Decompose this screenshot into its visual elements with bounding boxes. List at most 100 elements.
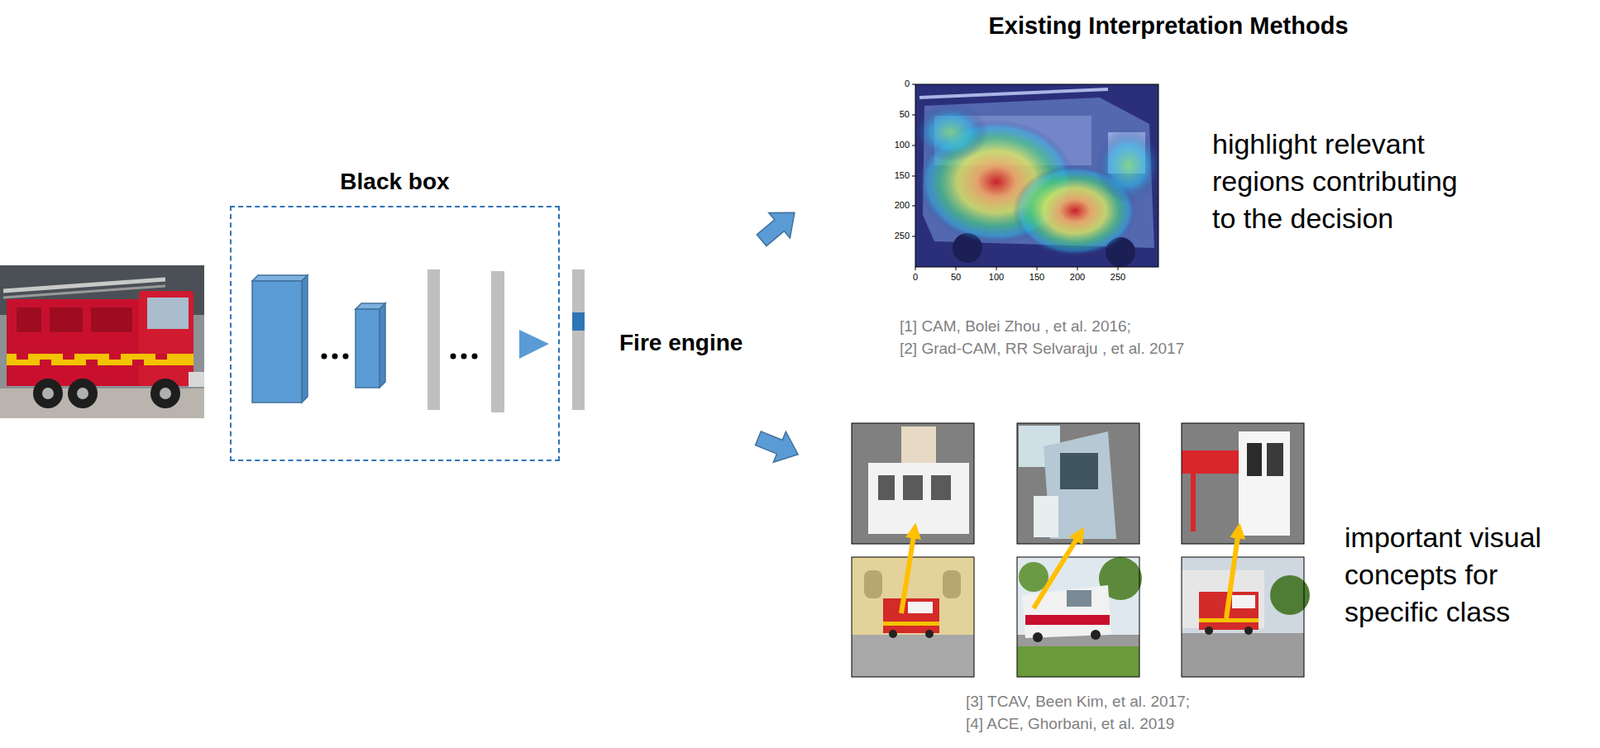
example-image — [1017, 557, 1140, 678]
network-layers — [332, 353, 339, 360]
reference: [3] TCAV, Been Kim, et al. 2017; — [965, 692, 1190, 712]
fire-engine-photo — [0, 265, 205, 419]
heatmap-axes — [912, 84, 916, 86]
heatmap-axes — [915, 267, 917, 271]
network-layers — [321, 353, 328, 360]
network-layers — [379, 303, 386, 388]
example-image — [1181, 633, 1304, 678]
concept-arrow — [901, 530, 1239, 619]
heatmap-axes — [996, 267, 998, 271]
axis-tick: 0 — [912, 272, 918, 283]
fire-engine-photo — [109, 353, 121, 360]
fire-engine-photo — [0, 265, 205, 419]
network-layers — [450, 353, 457, 360]
axis-tick: 50 — [950, 272, 961, 283]
axis-tick: 250 — [1110, 272, 1126, 283]
fire-engine-photo — [188, 372, 205, 387]
fire-engine-photo — [90, 307, 133, 333]
heatmap-axes — [912, 114, 916, 116]
example-image — [864, 570, 883, 599]
concept-tile — [851, 423, 975, 545]
heatmap-axes — [1036, 267, 1038, 271]
concept-tile — [851, 423, 975, 545]
example-image — [1066, 590, 1092, 607]
fire-engine-photo — [6, 353, 194, 366]
concept-tile — [1017, 423, 1140, 545]
concept-tile — [878, 475, 895, 501]
concept-tile — [1017, 423, 1140, 545]
concept-tile — [1238, 431, 1290, 536]
block-arrow — [751, 423, 804, 471]
network-layers — [572, 312, 585, 331]
fire-engine-photo — [16, 353, 29, 360]
fire-engine-photo — [33, 378, 63, 409]
concept-arrow — [1226, 530, 1239, 619]
example-image — [888, 630, 898, 639]
heatmap-axes — [912, 236, 916, 238]
axis-tick: 250 — [894, 230, 910, 242]
heatmap-axes — [915, 84, 1159, 268]
network-layers — [572, 269, 585, 411]
fire-engine-photo — [132, 359, 144, 366]
reference: [4] ACE, Ghorbani, et al. 2019 — [965, 715, 1175, 735]
network-layers — [519, 329, 550, 359]
network-layers — [491, 271, 505, 413]
box-heading: Black box — [231, 167, 559, 196]
black-box-region: Black box — [229, 205, 560, 462]
fire-engine-photo — [147, 297, 189, 330]
concept-tile — [1060, 453, 1099, 490]
network-layers — [472, 353, 478, 360]
concept-tile — [1266, 443, 1284, 477]
network-layers — [343, 353, 349, 360]
example-image — [1025, 615, 1110, 626]
heatmap-image — [919, 89, 1109, 98]
concept-arrow — [901, 530, 915, 614]
block-arrow — [750, 200, 806, 254]
example-image — [1198, 618, 1259, 623]
example-image — [907, 601, 933, 614]
concept-tile — [931, 475, 951, 501]
example-image — [1204, 626, 1214, 636]
example-image — [883, 621, 940, 626]
reference: [1] CAM, Bolei Zhou , et al. 2016; — [899, 317, 1132, 337]
fire-engine-photo — [67, 378, 98, 409]
heatmap-axes — [912, 145, 916, 147]
fire-engine-photo — [62, 353, 75, 360]
example-image — [1017, 557, 1142, 678]
heatmap-image — [915, 103, 989, 162]
output-class: Fire engine — [619, 329, 743, 358]
heatmap-axes — [912, 84, 1159, 271]
concept-tile — [1190, 473, 1196, 532]
reference: [2] Grad-CAM, RR Selvaraju , et al. 2017 — [899, 339, 1185, 359]
fire-engine-photo — [155, 353, 168, 360]
example-image — [1032, 632, 1043, 643]
fire-engine-photo — [42, 387, 54, 400]
network-layers — [427, 269, 440, 411]
example-image — [1181, 557, 1310, 678]
example-image — [1244, 626, 1253, 636]
example-image — [1022, 585, 1112, 639]
example-image — [942, 570, 961, 599]
axis-tick: 50 — [899, 109, 910, 120]
heatmap-image — [915, 84, 1159, 268]
example-image — [883, 598, 940, 634]
network-layers — [252, 275, 308, 282]
fire-engine-photo — [76, 387, 89, 400]
network-layers — [301, 275, 308, 403]
fire-engine-photo — [6, 299, 149, 387]
axis-tick: 150 — [894, 170, 910, 182]
concept-tile — [1181, 423, 1304, 545]
example-image — [1181, 557, 1304, 678]
fire-engine-photo — [39, 359, 52, 366]
concept-tile — [868, 463, 970, 535]
concept-tile — [1181, 423, 1304, 545]
axis-tick: 100 — [894, 139, 910, 151]
concept-tile — [901, 426, 937, 465]
heatmap-axes — [1117, 267, 1119, 271]
concept-arrow — [1033, 534, 1080, 609]
example-image — [1017, 644, 1140, 678]
heatmap-axes — [912, 205, 916, 207]
fire-engine-photo — [159, 387, 172, 400]
